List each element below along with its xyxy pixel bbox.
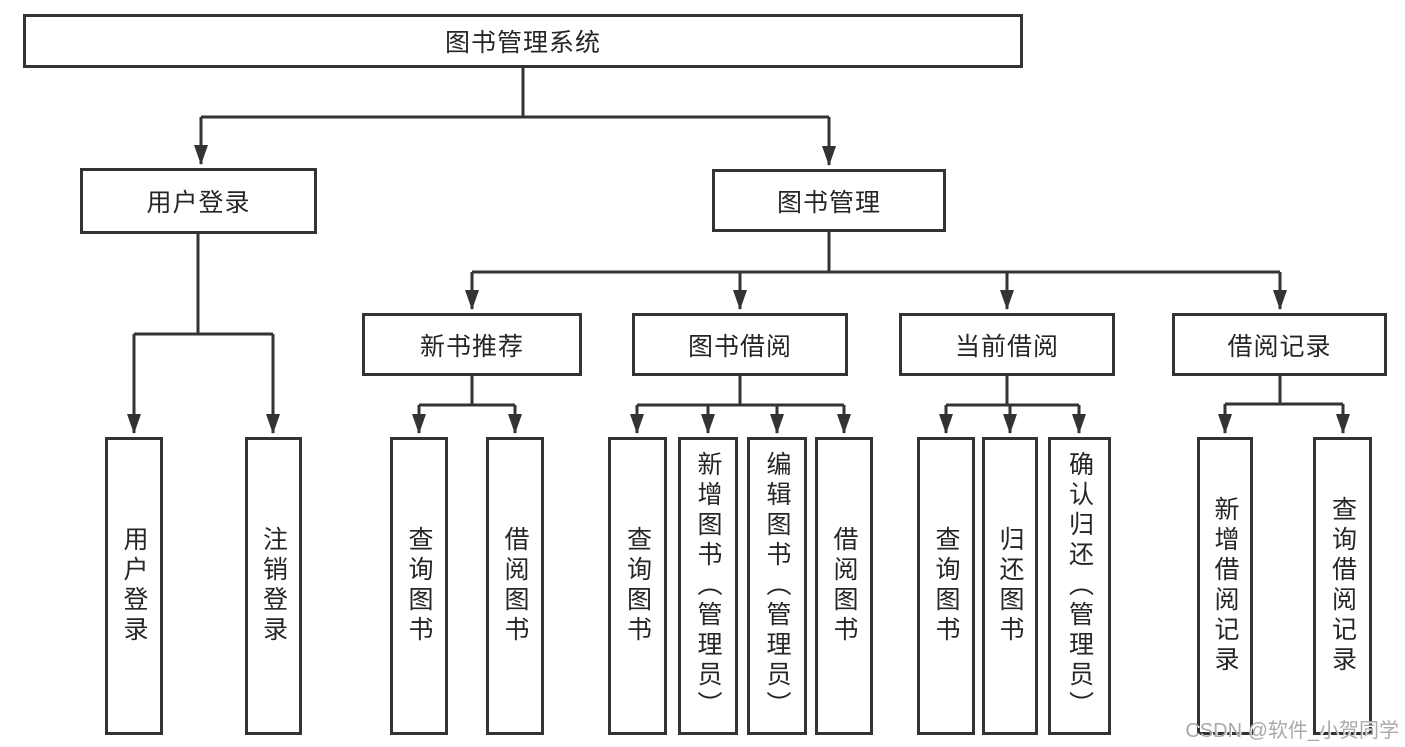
- node-user-login: 用户登录: [80, 168, 317, 234]
- leaf-edit-books-admin: 编辑图书（管理员）: [747, 437, 807, 735]
- leaf-user-login: 用户登录: [105, 437, 163, 735]
- leaf-logout: 注销登录: [245, 437, 302, 735]
- node-borrow-records: 借阅记录: [1172, 313, 1387, 376]
- node-current-borrow: 当前借阅: [899, 313, 1115, 376]
- leaf-query-books-borrow: 查询图书: [608, 437, 667, 735]
- watermark: CSDN @软件_小贺同学: [1185, 720, 1399, 742]
- leaf-query-books-recommend: 查询图书: [390, 437, 448, 735]
- node-new-book-recommend: 新书推荐: [362, 313, 582, 376]
- leaf-add-books-admin: 新增图书（管理员）: [678, 437, 738, 735]
- leaf-add-borrow-record: 新增借阅记录: [1197, 437, 1253, 735]
- leaf-confirm-return-admin: 确认归还（管理员）: [1048, 437, 1111, 735]
- leaf-query-borrow-record: 查询借阅记录: [1313, 437, 1372, 735]
- leaf-borrow-books-recommend: 借阅图书: [486, 437, 544, 735]
- leaf-borrow-books: 借阅图书: [815, 437, 873, 735]
- node-book-borrow: 图书借阅: [632, 313, 848, 376]
- node-book-management: 图书管理: [712, 169, 946, 232]
- node-root-system: 图书管理系统: [23, 14, 1023, 68]
- leaf-return-books: 归还图书: [982, 437, 1038, 735]
- leaf-query-books-current: 查询图书: [917, 437, 975, 735]
